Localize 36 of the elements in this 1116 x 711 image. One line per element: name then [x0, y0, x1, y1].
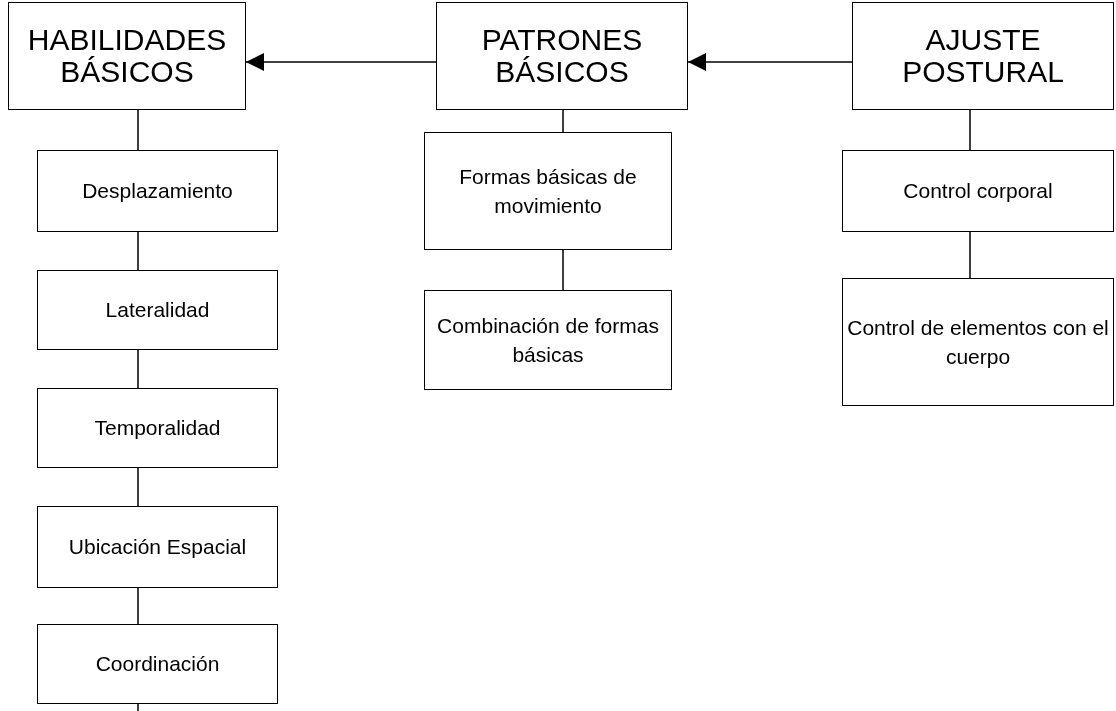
item-label: Ubicación Espacial — [68, 534, 247, 561]
category-box — [852, 2, 1114, 110]
item-label: Formas básicas de movimiento — [458, 163, 638, 219]
connector-line — [137, 587, 139, 625]
item-box — [37, 624, 278, 704]
connector-line — [562, 109, 564, 133]
item-box — [842, 150, 1114, 232]
item-box — [424, 290, 672, 390]
item-box — [37, 270, 278, 350]
connector-line — [969, 231, 971, 279]
category-label: HABILIDADES BÁSICOS — [26, 23, 228, 89]
item-label: Control corporal — [903, 178, 1053, 205]
category-label: PATRONES BÁSICOS — [480, 23, 644, 89]
connector-line — [562, 249, 564, 291]
item-label: Desplazamiento — [82, 178, 233, 205]
arrow — [245, 53, 437, 71]
item-box — [424, 132, 672, 250]
item-box — [37, 150, 278, 232]
category-box — [436, 2, 688, 110]
connector-line — [137, 349, 139, 389]
item-box — [37, 506, 278, 588]
item-box — [37, 388, 278, 468]
arrow — [687, 53, 853, 71]
item-label: Temporalidad — [94, 415, 221, 442]
item-label: Lateralidad — [105, 297, 210, 324]
category-label: AJUSTE POSTURAL — [901, 23, 1065, 89]
connector-line — [969, 109, 971, 151]
item-box — [842, 278, 1114, 406]
connector-line — [137, 109, 139, 151]
category-box — [8, 2, 246, 110]
connector-line — [137, 703, 139, 711]
item-label: Coordinación — [95, 651, 220, 678]
item-label: Combinación de formas básicas — [436, 312, 660, 368]
item-label: Control de elementos con el cuerpo — [846, 314, 1110, 370]
connector-line — [137, 231, 139, 271]
connector-line — [137, 467, 139, 507]
